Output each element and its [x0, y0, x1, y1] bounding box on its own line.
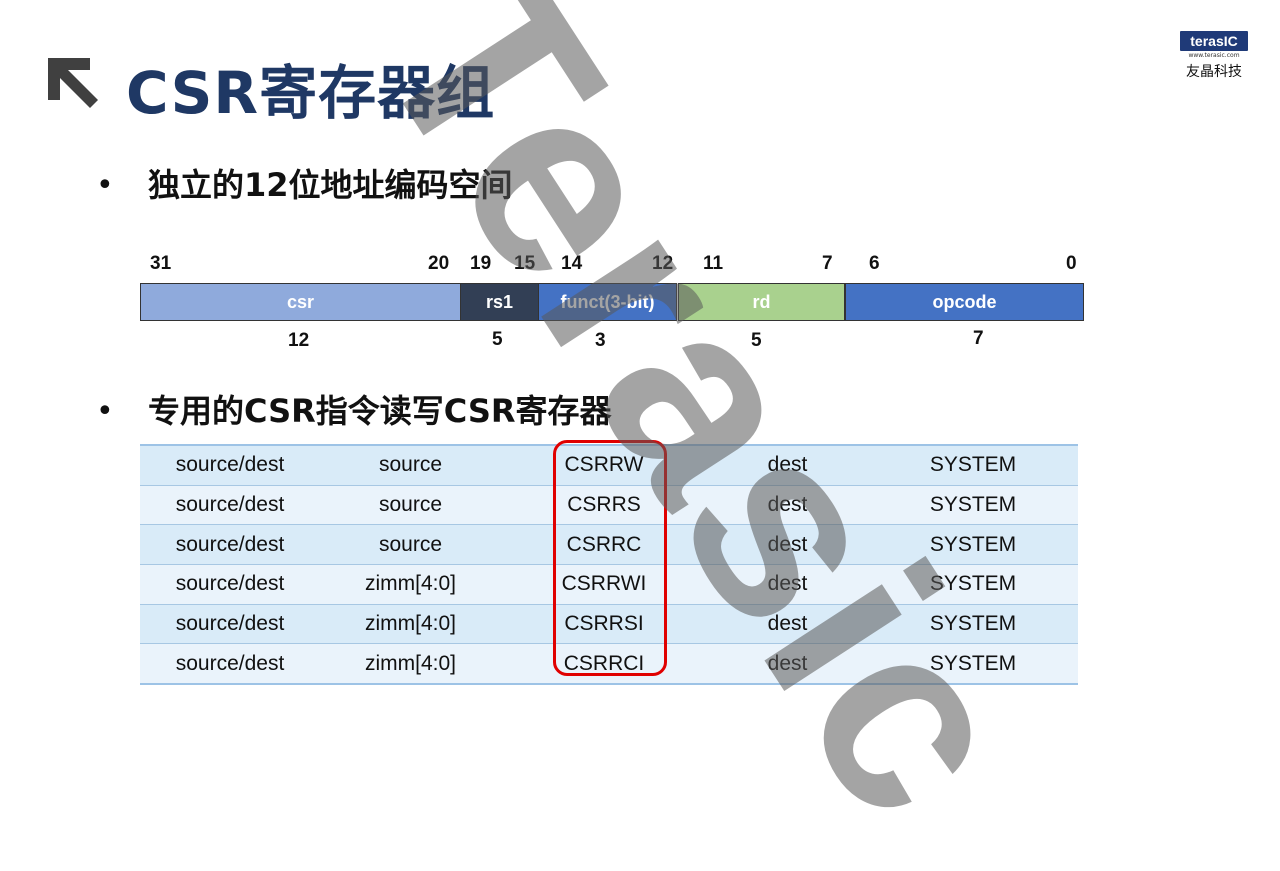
bit-number: 14 — [561, 253, 583, 274]
csr-instruction-table: source/dest source CSRRW dest SYSTEM sou… — [140, 444, 1078, 686]
table-cell: SYSTEM — [868, 643, 1078, 685]
table-row: source/dest zimm[4:0] CSRRWI dest SYSTEM — [140, 564, 1078, 605]
table-cell: SYSTEM — [868, 604, 1078, 644]
table-cell: dest — [707, 564, 868, 605]
bit-number: 0 — [1066, 253, 1077, 274]
table-cell: source/dest — [140, 524, 320, 565]
bit-number: 19 — [470, 253, 492, 274]
table-cell: zimm[4:0] — [320, 604, 501, 644]
table-cell: source/dest — [140, 485, 320, 525]
table-row: source/dest zimm[4:0] CSRRSI dest SYSTEM — [140, 604, 1078, 644]
csr-column-highlight — [553, 440, 667, 676]
table-cell: CSRRSI — [501, 604, 707, 644]
logo-company: 友晶科技 — [1186, 64, 1242, 80]
table-cell: zimm[4:0] — [320, 643, 501, 685]
field-rs1: rs1 — [460, 283, 539, 321]
table-cell: CSRRS — [501, 485, 707, 525]
page-title: CSR寄存器组 — [126, 59, 496, 127]
table-cell: dest — [707, 485, 868, 525]
bit-number: 7 — [822, 253, 833, 274]
field-opcode: opcode — [845, 283, 1084, 321]
field-width: 7 — [973, 328, 984, 349]
field-csr: csr — [140, 283, 461, 321]
table-cell: SYSTEM — [868, 564, 1078, 605]
bit-number: 31 — [150, 253, 172, 274]
field-width: 5 — [751, 330, 762, 351]
table-cell: dest — [707, 643, 868, 685]
table-cell: dest — [707, 524, 868, 565]
bullet-csr-instructions: 专用的CSR指令读写CSR寄存器 — [148, 392, 612, 430]
table-row: source/dest source CSRRC dest SYSTEM — [140, 524, 1078, 565]
table-cell: dest — [707, 445, 868, 486]
bullet-dot: • — [96, 168, 114, 203]
table-cell: source — [320, 445, 501, 486]
table-cell: source/dest — [140, 643, 320, 685]
table-row: source/dest source CSRRS dest SYSTEM — [140, 485, 1078, 525]
table-row: source/dest source CSRRW dest SYSTEM — [140, 445, 1078, 486]
field-width: 12 — [288, 330, 310, 351]
table-cell: SYSTEM — [868, 524, 1078, 565]
table-cell: CSRRCI — [501, 643, 707, 685]
bullet-dot: • — [96, 394, 114, 429]
table-cell: CSRRC — [501, 524, 707, 565]
bit-number: 6 — [869, 253, 880, 274]
table-row: source/dest zimm[4:0] CSRRCI dest SYSTEM — [140, 643, 1078, 685]
bit-number: 11 — [703, 253, 724, 274]
table-cell: source — [320, 524, 501, 565]
table-cell: source/dest — [140, 564, 320, 605]
arrow-up-left-icon — [48, 58, 98, 108]
bit-number: 12 — [652, 253, 674, 274]
bit-number: 20 — [428, 253, 450, 274]
field-width: 5 — [492, 329, 503, 350]
table-cell: source/dest — [140, 445, 320, 486]
table-cell: SYSTEM — [868, 485, 1078, 525]
logo-brand: terasIC — [1180, 31, 1248, 51]
table-cell: SYSTEM — [868, 445, 1078, 486]
table-cell: dest — [707, 604, 868, 644]
terasic-logo: terasIC www.terasic.com 友晶科技 — [1180, 31, 1248, 81]
bit-number: 15 — [514, 253, 536, 274]
table-cell: source/dest — [140, 604, 320, 644]
table-cell: source — [320, 485, 501, 525]
field-rd: rd — [678, 283, 845, 321]
field-width: 3 — [595, 330, 606, 351]
logo-url: www.terasic.com — [1188, 52, 1240, 59]
watermark: Terasic — [321, 0, 1080, 869]
table-cell: zimm[4:0] — [320, 564, 501, 605]
field-funct3: funct(3-bit) — [538, 283, 677, 321]
table-cell: CSRRW — [501, 445, 707, 486]
table-cell: CSRRWI — [501, 564, 707, 605]
bullet-address-space: 独立的12位地址编码空间 — [148, 166, 513, 204]
